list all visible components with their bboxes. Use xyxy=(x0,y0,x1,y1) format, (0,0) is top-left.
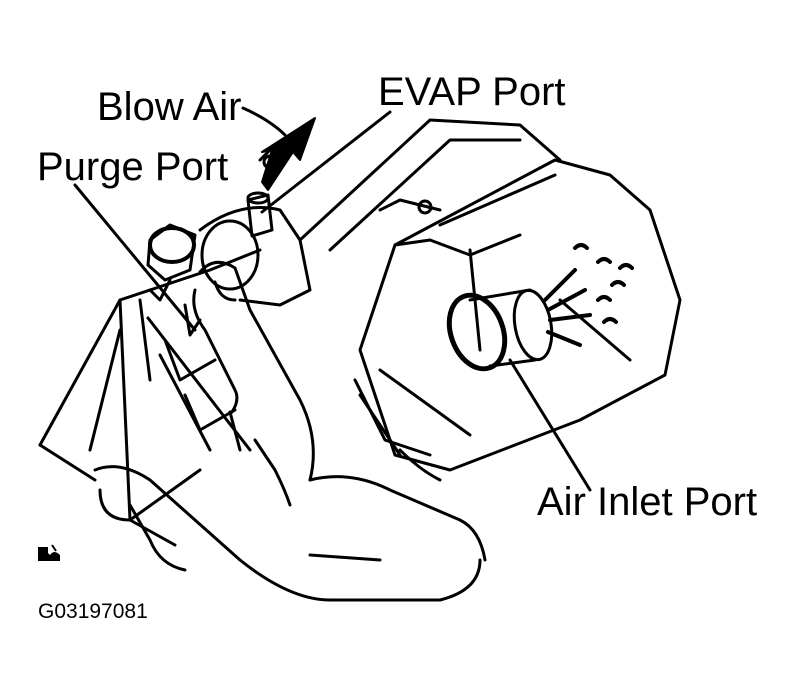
canister-body xyxy=(38,248,262,522)
figure-code: G03197081 xyxy=(38,600,148,623)
evap-port-label: EVAP Port xyxy=(378,70,566,114)
mark-icon xyxy=(38,544,60,561)
blow-air-arrow xyxy=(261,117,316,191)
leader-purge-port xyxy=(73,183,197,332)
evap-port-housing xyxy=(198,191,312,307)
blow-air-label: Blow Air xyxy=(97,85,242,129)
leader-air-inlet-port xyxy=(508,358,592,492)
hand xyxy=(38,260,487,602)
air-inlet-port-cylinder xyxy=(446,288,554,372)
purge-port-label: Purge Port xyxy=(37,145,229,189)
leader-blow-air xyxy=(241,106,287,137)
leader-lines xyxy=(73,106,592,492)
air-filter-housing xyxy=(353,158,682,472)
leader-evap-port xyxy=(260,110,392,214)
air-spray xyxy=(543,243,634,347)
air-inlet-port-label: Air Inlet Port xyxy=(537,480,758,524)
purge-port-cap xyxy=(146,223,202,337)
